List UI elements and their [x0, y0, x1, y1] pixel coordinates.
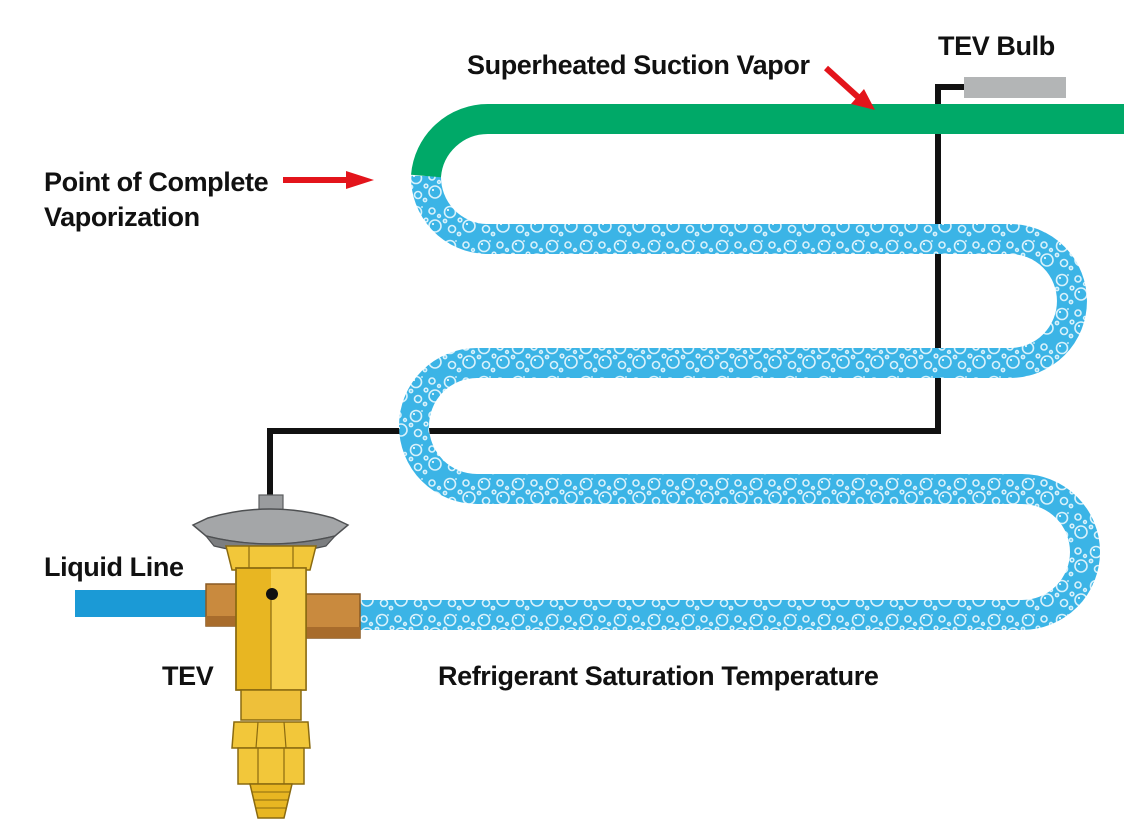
liquid-line: [75, 590, 210, 617]
evaporator-coil-vapor: [411, 103, 1124, 178]
liquid-line-label: Liquid Line: [44, 552, 184, 582]
point-of-complete-vaporization-label-line2: Vaporization: [44, 202, 200, 232]
evaporator-coil-liquid: [360, 175, 1100, 630]
tev-bulb-label: TEV Bulb: [938, 31, 1055, 61]
capillary-tube: [267, 84, 964, 497]
red-arrow-icon: [823, 65, 875, 110]
tev-bulb-icon: [964, 77, 1066, 98]
tev-valve-icon: [191, 494, 361, 819]
red-arrow-icon: [283, 171, 374, 189]
refrigerant-saturation-temperature-label: Refrigerant Saturation Temperature: [438, 661, 879, 691]
point-of-complete-vaporization-label-line1: Point of Complete: [44, 167, 269, 197]
tev-label: TEV: [162, 661, 214, 691]
superheated-suction-vapor-label: Superheated Suction Vapor: [467, 50, 810, 80]
